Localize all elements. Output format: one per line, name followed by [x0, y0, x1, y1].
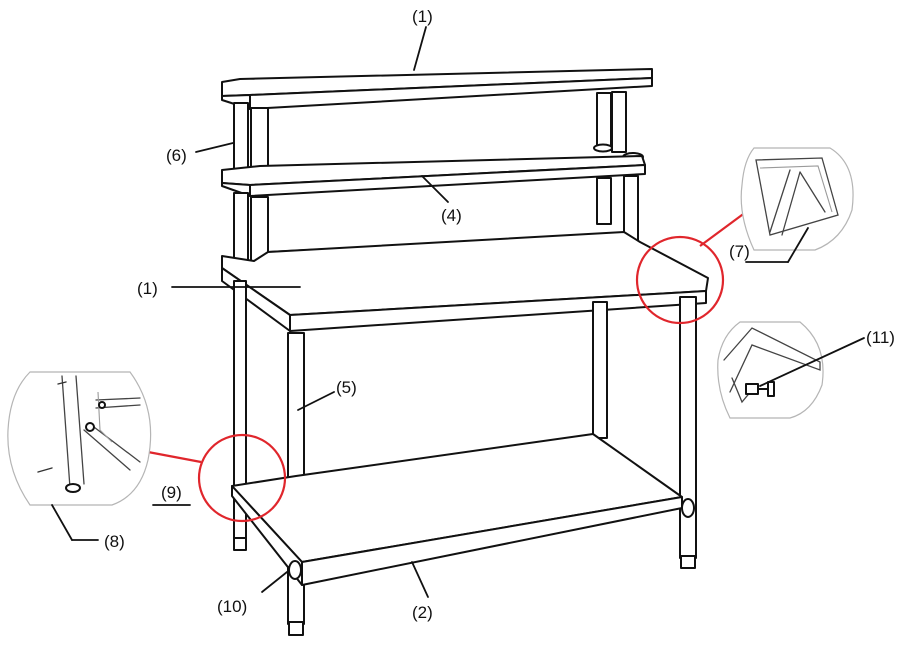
leader-8 — [51, 504, 73, 541]
leader-4 — [421, 175, 449, 203]
detail-bolt-rail — [98, 401, 106, 409]
detail-11-nut — [745, 383, 759, 395]
detail-leg-foot — [65, 483, 81, 493]
foot-front-right — [680, 555, 696, 569]
middle-shelf-front — [249, 164, 646, 197]
rear-post-right-inner — [611, 91, 627, 153]
detail-7-inner — [759, 165, 833, 213]
rear-post-right-lower-inner — [623, 175, 639, 243]
detail-brace — [83, 423, 141, 471]
detail-7-bracket-bar — [769, 169, 801, 236]
detail-11-bolt-head — [767, 381, 775, 397]
adjuster-knob-left — [288, 560, 302, 580]
top-shelf-front — [249, 77, 653, 110]
front-post-left-outer — [233, 102, 249, 172]
callout-10: (10) — [217, 597, 247, 616]
callout-9: (9) — [161, 483, 182, 502]
callout-11: (11) — [866, 328, 895, 347]
callout-8: (8) — [104, 532, 125, 551]
detail-bolt-upper — [85, 422, 95, 432]
rear-post-right-lower-outer — [596, 177, 612, 225]
detail-7-diagonal — [799, 171, 826, 213]
callout-labels: (1) (6) (4) (7) (1) (11) (5) (9) (8) (10… — [104, 7, 895, 622]
detail-8-9-frame — [7, 371, 152, 506]
highlight-circle-leg-joint — [197, 433, 287, 523]
leader-5 — [297, 391, 335, 411]
post-foot-cap — [593, 143, 613, 153]
detail-7-frame — [740, 147, 854, 251]
callout-1-worktop: (1) — [137, 279, 158, 298]
detail-11-frame — [717, 321, 824, 419]
detail-7-plate — [755, 157, 839, 236]
detail-screw-top — [57, 381, 67, 385]
foot-front-left — [288, 621, 304, 636]
callout-6: (6) — [166, 146, 187, 165]
leg-front-right — [679, 296, 697, 559]
adjuster-knob-right — [681, 498, 695, 518]
highlight-circle-worktop-corner — [635, 235, 725, 325]
leader-2 — [411, 561, 429, 598]
detail-screw-left — [37, 467, 53, 473]
leader-lines — [51, 26, 865, 598]
callout-4: (4) — [441, 206, 462, 225]
callout-7: (7) — [729, 242, 750, 261]
callout-2: (2) — [412, 603, 433, 622]
highlight-connector-9 — [147, 450, 202, 464]
lower-post-left-outer — [233, 192, 249, 266]
worktop — [221, 231, 709, 332]
detail-11-shelf-edge — [723, 327, 821, 393]
leader-11 — [759, 337, 865, 387]
leader-7 — [787, 227, 809, 263]
highlight-connector-7 — [699, 211, 747, 247]
leg-rear-right — [592, 301, 608, 439]
foot-rear-left — [233, 537, 247, 551]
leader-6 — [195, 142, 234, 153]
callout-5: (5) — [336, 378, 357, 397]
detail-leg-tube — [61, 375, 85, 489]
leader-1-top — [413, 26, 427, 71]
upper-shelf-unit — [221, 68, 653, 274]
leader-10 — [261, 571, 288, 593]
rear-post-right-outer — [596, 92, 612, 150]
detail-bracket-7 — [740, 147, 854, 251]
detail-leg-joint — [7, 371, 152, 506]
detail-adjuster-11 — [717, 321, 824, 419]
callout-1-top: (1) — [412, 7, 433, 26]
undershelf-side-edge — [231, 485, 303, 586]
